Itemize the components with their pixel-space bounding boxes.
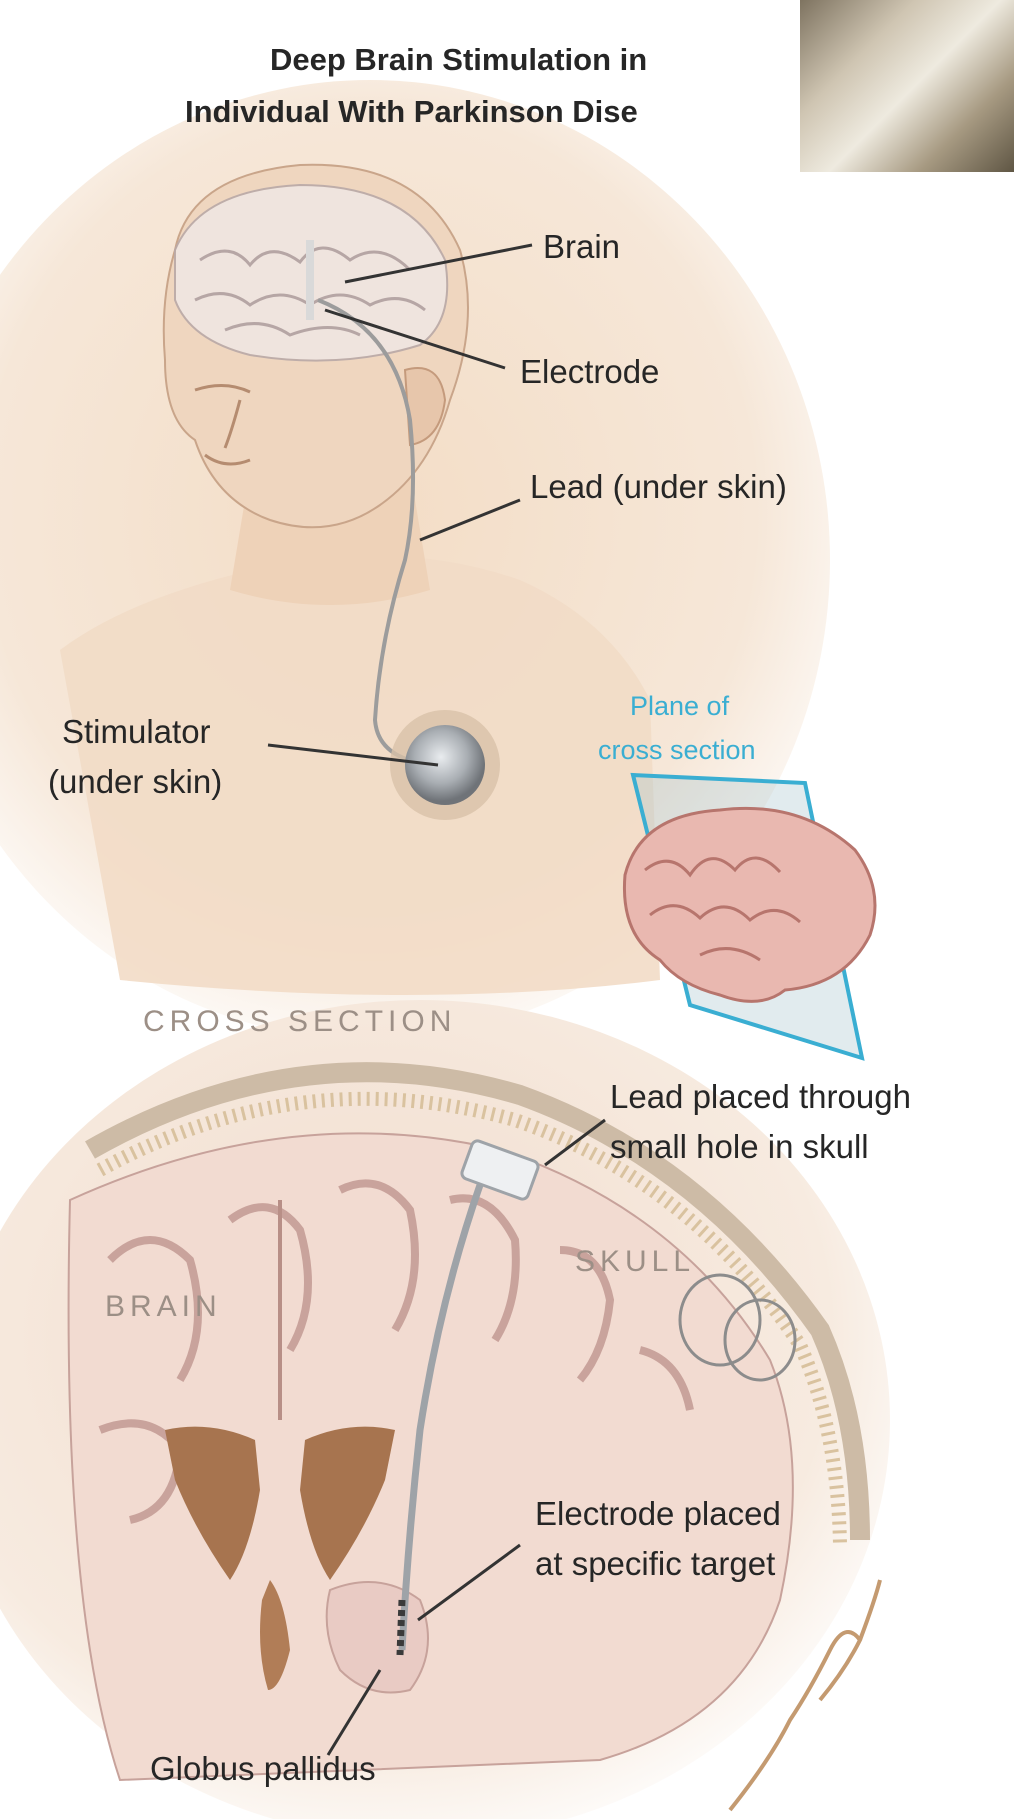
label-plane-line-1: Plane of: [630, 690, 729, 722]
label-electrode-placed-line-2: at specific target: [535, 1542, 775, 1586]
label-cross-section: CROSS SECTION: [143, 1005, 456, 1039]
label-plane-line-2: cross section: [598, 734, 756, 766]
label-globus-pallidus: Globus pallidus: [150, 1747, 376, 1791]
label-stimulator-line-2: (under skin): [48, 760, 222, 804]
title-line-2: Individual With Parkinson Dise: [185, 92, 638, 132]
label-lead-placed-line-2: small hole in skull: [610, 1125, 869, 1169]
title-line-1: Deep Brain Stimulation in: [270, 40, 647, 80]
label-electrode-placed-line-1: Electrode placed: [535, 1492, 781, 1536]
stimulator-core: [405, 725, 485, 805]
label-lead-under-skin: Lead (under skin): [530, 465, 787, 509]
label-lead-placed-line-1: Lead placed through: [610, 1075, 911, 1119]
corner-photo: [800, 0, 1014, 172]
label-skull: SKULL: [575, 1245, 695, 1279]
label-brain-caps: BRAIN: [105, 1290, 222, 1324]
label-brain: Brain: [543, 225, 620, 269]
label-stimulator-line-1: Stimulator: [62, 710, 211, 754]
small-brain: [624, 808, 875, 1001]
label-electrode: Electrode: [520, 350, 659, 394]
